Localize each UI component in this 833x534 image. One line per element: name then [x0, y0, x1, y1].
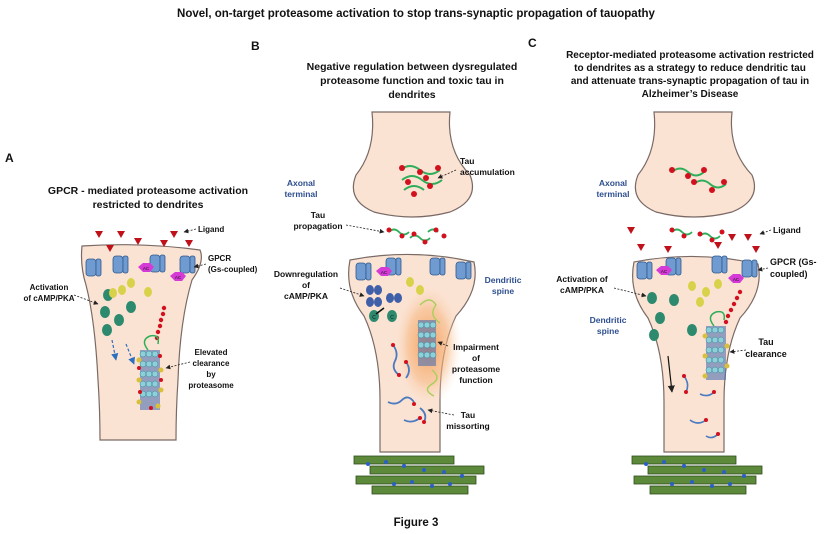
panel-c-flow-arrow: [667, 355, 675, 393]
panel-c-ac-enzymes: AC AC: [656, 266, 744, 283]
panel-c-clearance-label-line-2: clearance: [745, 349, 787, 359]
panel-b-ac-label: AC: [381, 270, 388, 275]
figure-caption: Figure 3: [394, 517, 439, 529]
panel-c-tau-in-cleft: [669, 227, 725, 243]
panel-a-gpcr-label-line-2: (Gs-coupled): [208, 265, 258, 274]
panel-a-heading-line-1: GPCR - mediated proteasome activation: [48, 185, 248, 197]
panel-c-microtubule-tau: [644, 460, 746, 488]
panel-c-heading-line-3: and attenuate trans-synaptic propagation…: [571, 76, 809, 87]
panel-b-letter: B: [251, 39, 260, 53]
panel-b-receptors: [355, 257, 472, 281]
panel-b-downregulation-label-line-2: of: [302, 280, 310, 290]
panel-a-ligand-label: Ligand: [198, 225, 224, 234]
panel-b-downregulation-label-line-1: Downregulation: [274, 269, 338, 279]
panel-c-activation-label-line-1: Activation of: [556, 274, 608, 284]
panel-a-ligands: [95, 231, 193, 252]
panel-b-propagation-label-line-2: propagation: [293, 221, 342, 231]
panel-c-heading-line-2: to dendrites as a strategy to reduce den…: [574, 63, 806, 74]
panel-c-tau-in-axon: [669, 167, 727, 193]
panel-b-missorting-label-line-2: missorting: [446, 421, 489, 431]
panel-a-camp-pka: [100, 278, 152, 336]
panel-c-heading-line-1: Receptor-mediated proteasome activation …: [566, 50, 814, 61]
panel-a-flow-arrows: [111, 339, 135, 365]
panel-c-proteasome: [702, 310, 730, 380]
panel-b-heading-line-3: dendrites: [388, 89, 435, 101]
panel-c-dendritic-label-line-2: spine: [597, 326, 619, 336]
panel-c-axon-terminal: [634, 111, 756, 218]
panel-b-axon-terminal: [352, 111, 474, 218]
panel-b-tau-propagation: [386, 227, 447, 245]
panel-b-accumulation-label-line-2: accumulation: [460, 167, 515, 177]
panel-b-heading-line-1: Negative regulation between dysregulated: [307, 61, 518, 73]
panel-a-clearance-label-line-2: clearance: [193, 359, 230, 368]
panel-b-dendritic-label-line-1: Dendritic: [485, 275, 522, 285]
panel-b-dendritic-label-line-2: spine: [492, 286, 514, 296]
panel-c-cleared-tau-beads: [682, 374, 720, 436]
panel-c-gpcr-label-line-1: GPCR (Gs-: [770, 257, 817, 267]
panel-b-impairment-label-line-4: function: [459, 375, 493, 385]
panel-c-axonal-label-line-1: Axonal: [599, 178, 627, 188]
panel-a-tau-fibril: [154, 305, 167, 341]
panel-b-axonal-label-line-2: terminal: [284, 189, 317, 199]
figure-title: Novel, on-target proteasome activation t…: [177, 8, 656, 20]
panel-b-impairment-label-line-3: proteasome: [452, 364, 500, 374]
panel-b-impairment-label-line-2: of: [472, 353, 480, 363]
panel-c-ligand-label: Ligand: [773, 225, 801, 235]
panel-c-dendritic-spine: [632, 255, 760, 453]
panel-b-propagation-label-line-1: Tau: [311, 210, 325, 220]
panel-c-camp: [647, 279, 722, 341]
panel-b-pka: C C: [366, 277, 424, 322]
panel-c-activation-label-line-2: cAMP/PKA: [560, 285, 604, 295]
panel-c-dendritic-label-line-1: Dendritic: [590, 315, 627, 325]
panel-c-ac-label-1: AC: [661, 269, 668, 274]
panel-b-ac-enzymes: AC: [376, 267, 392, 276]
panel-c-ac-label-2: AC: [733, 277, 740, 282]
panel-b-tau-missorting-beads: [391, 343, 426, 424]
panel-b-camp-label-2: C: [390, 315, 394, 321]
panel-c-axonal-label-line-2: terminal: [596, 189, 629, 199]
panel-a-clearance-label-line-3: by: [206, 370, 216, 379]
panel-c-ligands: [627, 227, 760, 253]
panel-b: B Negative regulation between dysregulat…: [251, 39, 522, 495]
panel-a-gpcr-label-line-1: GPCR: [208, 254, 231, 263]
panel-b-missorting-label-line-1: Tau: [461, 410, 475, 420]
panel-c-tau-fibril: [723, 289, 743, 325]
panel-a-letter: A: [5, 151, 14, 165]
panel-a-activation-label-line-1: Activation: [30, 283, 69, 292]
panel-b-axonal-label-line-1: Axonal: [287, 178, 315, 188]
panel-a-activation-label-line-2: of cAMP/PKA: [23, 294, 74, 303]
panel-a-proteasome: [136, 334, 164, 410]
panel-a-heading-line-2: restricted to dendrites: [93, 199, 204, 211]
panel-a: A GPCR - mediated proteasome activation …: [5, 151, 258, 441]
panel-c-heading-line-4: Alzheimer’s Disease: [642, 89, 739, 100]
panel-b-tau-accumulation: [399, 165, 443, 197]
panel-b-proteasome: [417, 299, 441, 397]
panel-b-camp-label-1: C: [372, 315, 376, 321]
panel-b-microtubule-tau: [366, 460, 464, 488]
panel-a-ac-label-2: AC: [175, 275, 182, 280]
panel-a-ac-label-1: AC: [143, 266, 150, 271]
panel-b-heading-line-2: proteasome function and toxic tau in: [320, 75, 504, 87]
panel-b-impairment-label-line-1: Impairment: [453, 342, 499, 352]
panel-a-ac-enzymes: AC AC: [138, 263, 186, 281]
panel-b-downregulation-arrow: [375, 307, 385, 315]
panel-a-clearance-label-line-1: Elevated: [195, 348, 228, 357]
panel-c-gpcr-label-line-2: coupled): [770, 269, 808, 279]
panel-b-accumulation-label-line-1: Tau: [460, 156, 474, 166]
panel-b-downregulation-label-line-3: cAMP/PKA: [284, 291, 328, 301]
panel-a-clearance-label-line-4: proteasome: [188, 381, 234, 390]
panel-c: C Receptor-mediated proteasome activatio…: [528, 36, 817, 495]
panel-c-letter: C: [528, 36, 537, 50]
panel-b-microtubules: [353, 455, 485, 495]
panel-c-clearance-label-line-1: Tau: [758, 337, 773, 347]
